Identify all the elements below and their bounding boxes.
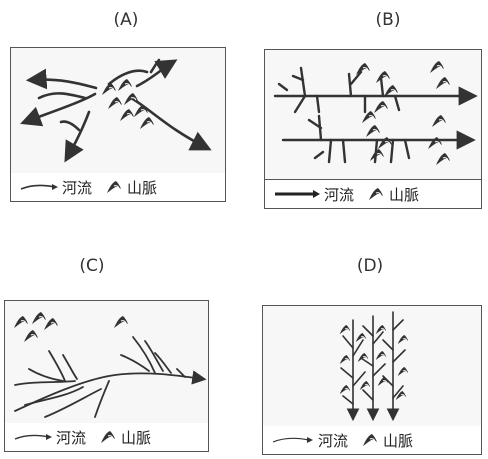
river-arrow-icon (275, 190, 320, 198)
mountain-legend-item: 山脈 (106, 177, 157, 198)
panel-b-map (265, 50, 481, 180)
mountain-icon (100, 430, 116, 444)
river-legend-label: 河流 (318, 431, 349, 450)
river-legend-item: 河流 (19, 177, 92, 198)
river-legend-label: 河流 (56, 428, 87, 447)
panel-a-legend: 河流 山脈 (11, 173, 225, 201)
mountain-legend-label: 山脈 (383, 431, 414, 450)
mountain-legend-label: 山脈 (389, 185, 420, 204)
river-arrow-icon (14, 434, 52, 440)
mountain-legend-item: 山脈 (100, 427, 151, 448)
mountain-icon (106, 180, 122, 194)
mountain-legend-label: 山脈 (127, 178, 158, 197)
river-arrow-icon (20, 184, 58, 190)
panel-a-label: (A) (113, 10, 139, 30)
river-legend-item: 河流 (273, 184, 354, 205)
panel-b: 河流 山脈 (264, 49, 482, 209)
river-legend-label: 河流 (324, 185, 355, 204)
panel-a-drawing (20, 58, 212, 163)
mountain-legend-item: 山脈 (368, 184, 419, 205)
panel-a-map (11, 48, 225, 175)
river-legend-label: 河流 (62, 178, 93, 197)
river-legend-item: 河流 (271, 430, 348, 451)
panel-d-map (263, 306, 481, 428)
mountain-icon (362, 433, 378, 447)
panel-a: 河流 山脈 (10, 47, 226, 202)
panel-b-label: (B) (375, 10, 401, 30)
panel-d-drawing (339, 311, 409, 422)
panel-c-map (5, 301, 208, 425)
panel-d-legend: 河流 山脈 (263, 426, 481, 454)
panel-b-drawing (273, 60, 478, 166)
panel-b-legend: 河流 山脈 (265, 180, 481, 208)
panel-c-legend: 河流 山脈 (5, 423, 208, 451)
panel-c: 河流 山脈 (4, 300, 209, 452)
panel-d-label: (D) (356, 256, 384, 276)
mountain-icon (368, 187, 384, 201)
mountain-legend-item: 山脈 (362, 430, 413, 451)
panel-c-drawing (13, 311, 207, 418)
river-legend-item: 河流 (13, 427, 86, 448)
panel-d: 河流 山脈 (262, 305, 482, 455)
river-arrow-icon (272, 437, 313, 443)
mountain-legend-label: 山脈 (121, 428, 152, 447)
panel-c-label: (C) (79, 256, 105, 276)
